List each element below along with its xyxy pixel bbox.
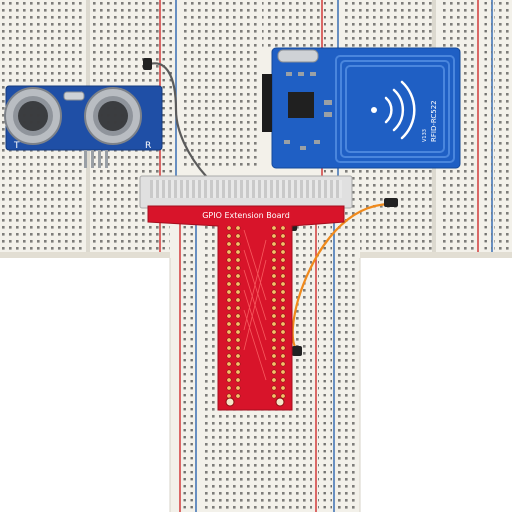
upper-board-edge-right [360,252,512,258]
gpio-pads-right [268,226,286,400]
wireless-icon [371,80,416,140]
mount-hole-left [225,397,235,407]
gpio-traces [243,229,267,381]
gpio-board-label: GPIO Extension Board [202,211,290,220]
rfid-model-label: RFID-RC522 [430,100,438,142]
ultrasonic-sensor: T R HC [4,85,163,168]
rfid-chip [288,92,314,118]
mount-hole-right [275,397,285,407]
rfid-components [284,72,332,150]
gpio-red-pcb [147,205,345,411]
sensor-crystal [63,91,85,101]
transducer-right [84,87,142,145]
sensor-pins [84,150,108,168]
sensor-label-r: R [145,141,151,151]
sensor-label-t: T [13,141,20,151]
gpio-pads-left [224,226,242,400]
upper-board-edge-left [0,252,170,258]
rfid-header [262,74,272,132]
transducer-left [4,87,62,145]
rfid-module: RFID-RC522 V133 [262,47,461,169]
upper-board-section-center [180,0,322,170]
ribbon-cable [150,180,342,198]
rfid-antenna [335,55,455,163]
rfid-version-label: V133 [422,129,428,142]
rfid-crystal [277,49,319,63]
gpio-extension-board: GPIO Extension Board [139,175,353,411]
orange-jumper-wire [291,198,398,356]
